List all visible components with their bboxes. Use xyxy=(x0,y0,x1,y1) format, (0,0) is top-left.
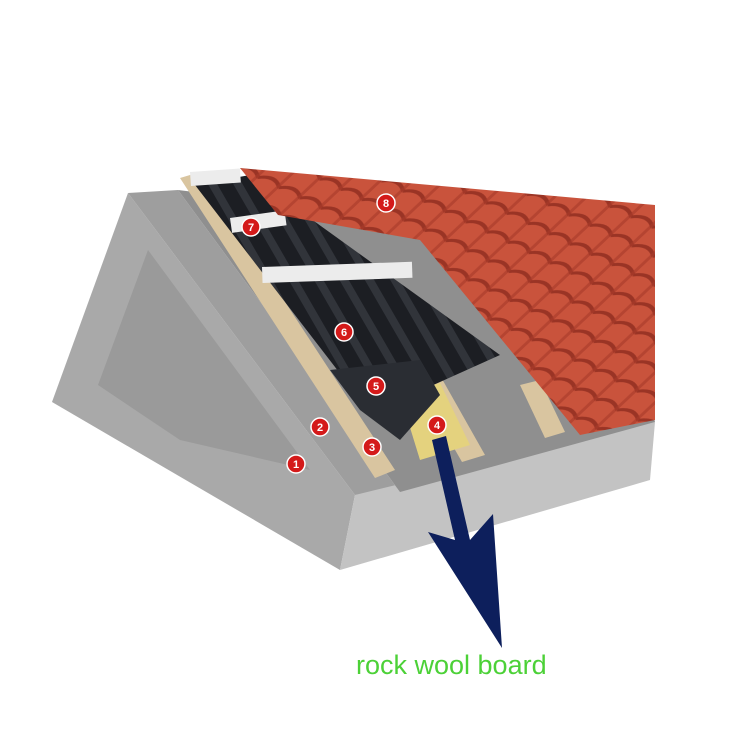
badge-4: 4 xyxy=(427,415,447,435)
caption-label: rock wool board xyxy=(356,650,547,680)
membrane-layer xyxy=(195,175,500,400)
svg-text:5: 5 xyxy=(373,381,379,393)
badge-3: 3 xyxy=(362,437,382,457)
svg-text:6: 6 xyxy=(341,327,347,339)
timber-rafter-left xyxy=(180,172,395,478)
svg-text:8: 8 xyxy=(383,198,389,210)
gable-inner-cavity xyxy=(98,250,310,470)
batten-top xyxy=(190,168,241,186)
svg-text:4: 4 xyxy=(434,420,441,432)
gable-slab-front xyxy=(340,422,655,570)
batten-low xyxy=(262,261,413,283)
badge-2: 2 xyxy=(310,417,330,437)
svg-text:2: 2 xyxy=(317,422,323,434)
svg-text:1: 1 xyxy=(293,459,299,471)
badge-8: 8 xyxy=(376,193,396,213)
timber-rafter-right xyxy=(520,380,565,438)
underlay-sheet xyxy=(330,360,440,440)
svg-text:7: 7 xyxy=(248,222,254,234)
pointer-arrow xyxy=(428,436,502,648)
gable-slab-top xyxy=(128,190,400,495)
badge-5: 5 xyxy=(366,376,386,396)
svg-text:3: 3 xyxy=(369,442,375,454)
roof-tiles xyxy=(240,168,655,435)
badge-6: 6 xyxy=(334,322,354,342)
badge-1: 1 xyxy=(286,454,306,474)
badge-7: 7 xyxy=(241,217,261,237)
